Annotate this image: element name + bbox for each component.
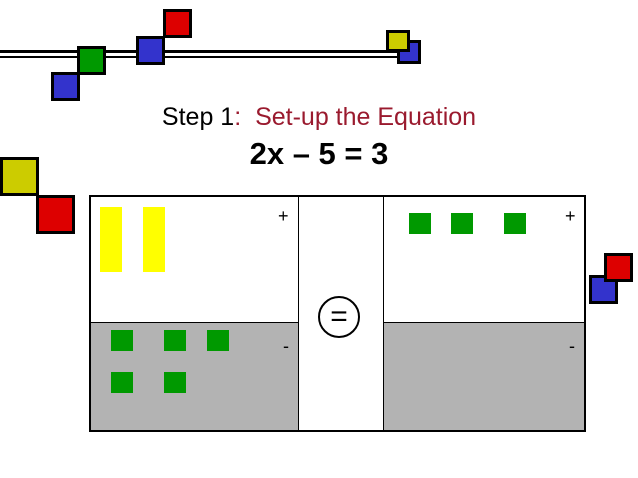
- equals-symbol: =: [318, 296, 360, 338]
- unit-tile-positive[interactable]: [409, 213, 431, 234]
- mat-divider-left: [298, 197, 299, 430]
- mat-divider-right: [383, 197, 384, 430]
- decorative-square-blue: [589, 275, 618, 304]
- unit-tile-positive[interactable]: [504, 213, 526, 234]
- right-negative-sign: -: [569, 336, 575, 356]
- decorative-square-green: [77, 46, 106, 75]
- decorative-square-red: [163, 9, 192, 38]
- left-positive-sign: +: [278, 206, 289, 226]
- decorative-square-yellow: [386, 30, 410, 52]
- decorative-rule-top: [0, 50, 400, 53]
- step-number: Step 1: [161, 103, 235, 131]
- decorative-square-blue: [51, 72, 80, 101]
- step-title: Set-up the Equation: [255, 103, 477, 131]
- unit-tile-negative[interactable]: [207, 330, 229, 351]
- decorative-rule-top-thin: [0, 56, 400, 58]
- decorative-square-yellow: [0, 157, 39, 196]
- left-side-divider: [91, 322, 298, 323]
- equation-text: 2x – 5 = 3: [249, 136, 389, 171]
- step-colon: :: [234, 103, 242, 131]
- right-positive-sign: +: [565, 206, 576, 226]
- x-tile[interactable]: [143, 207, 165, 272]
- right-side-divider: [384, 322, 584, 323]
- left-negative-sign: -: [283, 336, 289, 356]
- decorative-square-red: [604, 253, 633, 282]
- unit-tile-negative[interactable]: [111, 372, 133, 393]
- unit-tile-positive[interactable]: [451, 213, 473, 234]
- left-positive-region: [91, 197, 298, 322]
- unit-tile-negative[interactable]: [164, 330, 186, 351]
- unit-tile-negative[interactable]: [111, 330, 133, 351]
- x-tile[interactable]: [100, 207, 122, 272]
- decorative-square-blue: [136, 36, 165, 65]
- unit-tile-negative[interactable]: [164, 372, 186, 393]
- step-heading: Step 1: Set-up the Equation: [0, 101, 638, 133]
- right-negative-region: [384, 323, 584, 430]
- decorative-square-red: [36, 195, 75, 234]
